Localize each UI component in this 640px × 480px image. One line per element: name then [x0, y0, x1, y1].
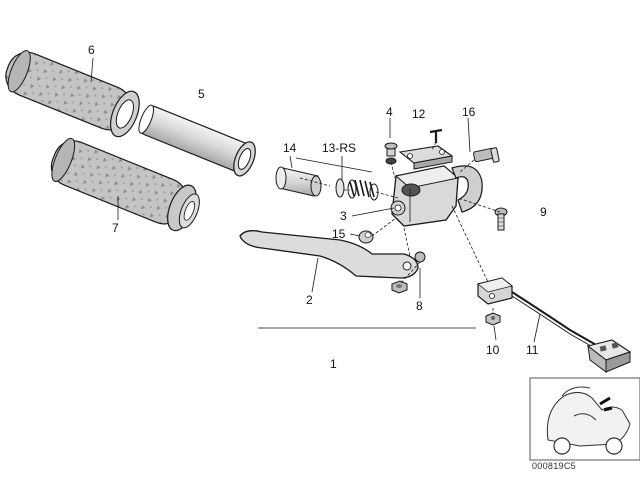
lever-pivot-bushing	[414, 251, 426, 263]
callout-14: 14	[283, 141, 297, 155]
callout-3: 3	[340, 209, 347, 223]
piston	[275, 166, 322, 197]
lever-nut	[391, 280, 408, 294]
brake-light-switch	[477, 277, 632, 373]
callout-7: 7	[112, 221, 119, 235]
callout-9: 9	[540, 205, 547, 219]
callout-15: 15	[332, 227, 346, 241]
throttle-tube	[138, 104, 256, 177]
callout-13: 13-RS	[322, 141, 356, 155]
assembly-lines	[299, 141, 501, 314]
callout-1: 1	[330, 357, 337, 371]
callout-10: 10	[486, 343, 500, 357]
repair-set-seal-spring	[335, 178, 379, 201]
callout-2: 2	[306, 293, 313, 307]
master-cylinder-housing	[390, 165, 460, 227]
plug	[358, 230, 374, 244]
switch-screw	[485, 312, 501, 326]
diagram-reference-code: 000819C5	[532, 461, 576, 471]
brake-lever	[239, 230, 419, 279]
bleed-screw	[384, 142, 398, 165]
vehicle-inset	[529, 377, 640, 461]
reservoir-cover	[398, 128, 454, 170]
callout-16: 16	[462, 105, 476, 119]
leader-lines	[90, 57, 541, 343]
callout-5: 5	[198, 87, 205, 101]
clamp-screw	[494, 207, 508, 231]
callout-6: 6	[88, 43, 95, 57]
handlebar-clamp	[451, 147, 500, 213]
callout-12: 12	[412, 107, 426, 121]
callout-8: 8	[416, 299, 423, 313]
callout-4: 4	[386, 105, 393, 119]
callout-11: 11	[526, 343, 539, 357]
grip-lower	[50, 137, 200, 232]
grip-upper	[5, 50, 140, 138]
